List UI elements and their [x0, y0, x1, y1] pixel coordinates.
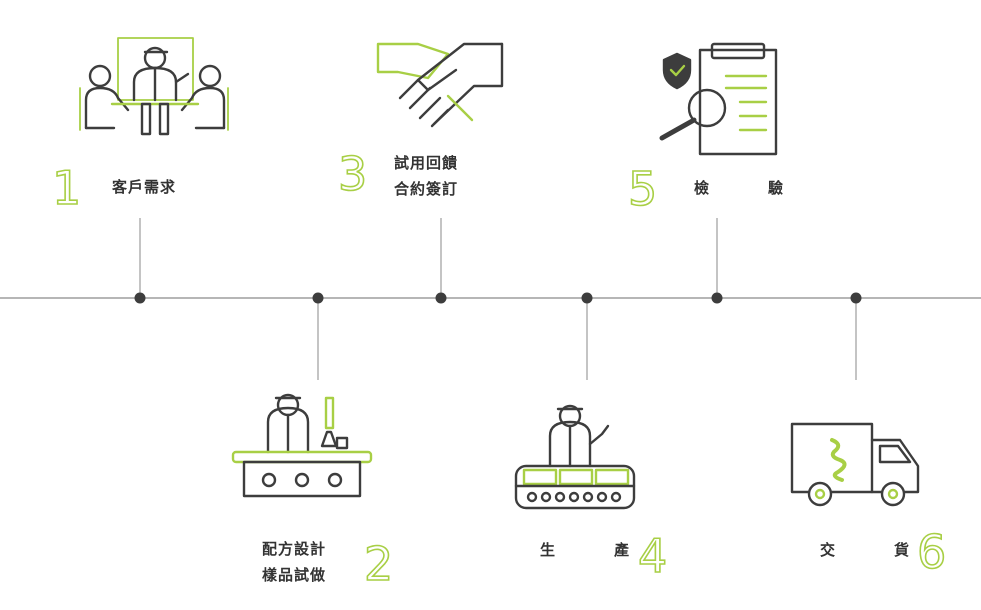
- production-line-icon: [514, 404, 636, 510]
- step-label-5: 檢 驗: [694, 179, 806, 197]
- inspection-icon: [659, 42, 778, 156]
- step-number-1: 1: [52, 161, 81, 215]
- timeline-dot-step-2: [312, 292, 324, 304]
- step-label-6: 交 貨: [820, 541, 932, 559]
- timeline-dot-step-1: [134, 292, 146, 304]
- timeline-dot-step-5: [711, 292, 723, 304]
- step-number-6: 6: [917, 525, 946, 579]
- timeline-dot-step-4: [581, 292, 593, 304]
- step-number-2: 2: [364, 537, 393, 591]
- timeline-dot-step-3: [435, 292, 447, 304]
- delivery-truck-icon: [790, 422, 920, 507]
- step-number-5: 5: [628, 162, 657, 216]
- step-label-4: 生 產: [540, 541, 652, 559]
- meeting-icon: [79, 37, 229, 136]
- timeline-dot-step-6: [850, 292, 862, 304]
- step-label-1: 客戶需求: [112, 178, 177, 196]
- step-number-3: 3: [338, 147, 367, 201]
- step-label-3: 試用回饋 合約簽訂: [394, 154, 459, 198]
- lab-worker-icon: [231, 393, 373, 498]
- step-label-2: 配方設計 樣品試做: [262, 540, 327, 584]
- step-number-4: 4: [638, 529, 667, 583]
- handshake-icon: [376, 42, 504, 128]
